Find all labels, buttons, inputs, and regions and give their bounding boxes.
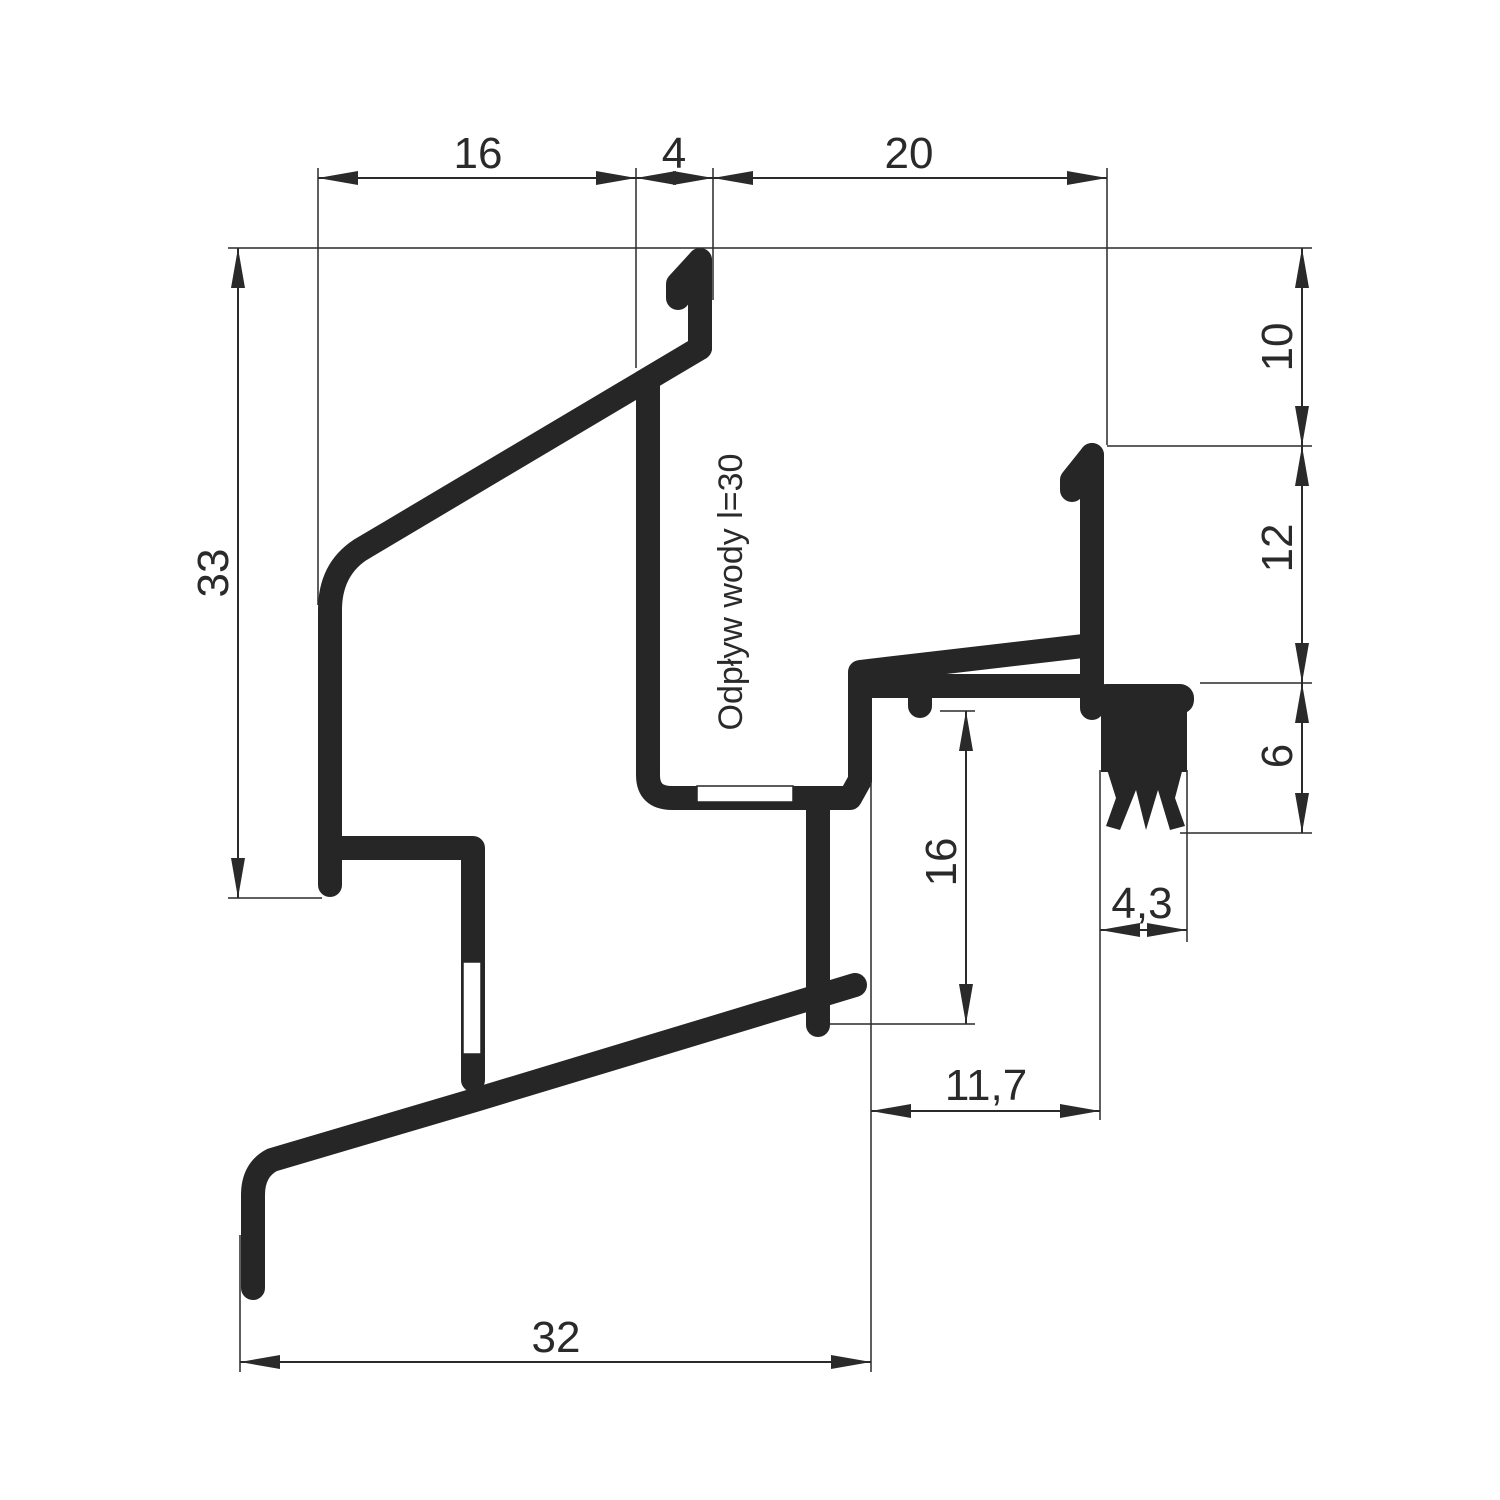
dim-label-inner-16: 16: [917, 838, 966, 887]
gasket-seal: [1092, 684, 1194, 830]
dimension-lines: [231, 171, 1309, 1369]
dim-label-right-6: 6: [1253, 744, 1302, 768]
drain-note: Odpływ wody l=30: [712, 454, 750, 731]
dim-label-gasket-4-3: 4,3: [1111, 879, 1172, 928]
dim-label-top-20: 20: [885, 129, 934, 178]
extension-lines: [228, 168, 1312, 1372]
dim-label-top-4: 4: [662, 129, 686, 178]
drain-slot-vertical: [462, 961, 482, 1055]
dim-label-bottom-32: 32: [532, 1313, 581, 1362]
dim-label-top-16: 16: [454, 129, 503, 178]
aluminium-profile: [241, 248, 1104, 1300]
dim-label-bottom-11-7: 11,7: [945, 1061, 1027, 1110]
drain-slot-horizontal: [696, 785, 794, 803]
dim-label-right-10: 10: [1253, 323, 1302, 372]
dim-label-left-33: 33: [189, 549, 238, 598]
dim-label-right-12: 12: [1253, 524, 1302, 573]
